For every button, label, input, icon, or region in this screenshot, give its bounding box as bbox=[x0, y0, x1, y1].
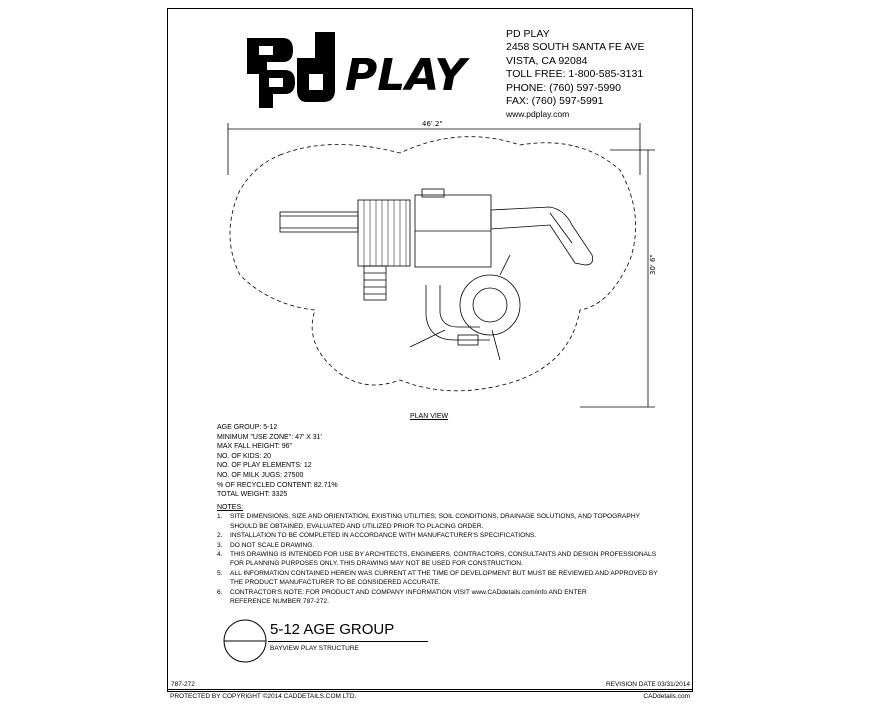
roof-cap bbox=[421, 188, 445, 198]
spiral-slide-outer bbox=[459, 274, 521, 336]
use-zone-boundary bbox=[229, 136, 636, 392]
note-item: 2. INSTALLATION TO BE COMPLETED IN ACCOR… bbox=[217, 531, 677, 540]
sheet-number: 787-272 bbox=[171, 681, 195, 688]
notes-section: NOTES: 1. SITE DIMENSIONS, SIZE AND ORIE… bbox=[217, 503, 677, 606]
company-address-line2: VISTA, CA 92084 bbox=[506, 54, 588, 67]
company-name: PD PLAY bbox=[506, 28, 550, 40]
note-text: THIS DRAWING IS INTENDED FOR USE BY ARCH… bbox=[230, 551, 657, 559]
section-symbol-icon bbox=[222, 618, 268, 669]
note-text: SHOULD BE OBTAINED, EVALUATED AND UTILIZ… bbox=[230, 522, 484, 530]
spec-recycled: % OF RECYCLED CONTENT: 82.71% bbox=[217, 481, 338, 489]
plan-view-drawing: 46' 2" 30' 6" bbox=[200, 115, 660, 415]
note-number: 2. bbox=[217, 532, 223, 540]
support-post-2 bbox=[491, 329, 501, 361]
note-text: ALL INFORMATION CONTAINED HEREIN WAS CUR… bbox=[230, 569, 658, 577]
drawing-title: 5-12 AGE GROUP bbox=[270, 621, 395, 638]
note-text: THE PRODUCT MANUFACTURER TO BE CONSIDERE… bbox=[230, 579, 441, 587]
note-text: REFERENCE NUMBER 787-272. bbox=[230, 598, 329, 606]
company-fax: FAX: (760) 597-5991 bbox=[506, 95, 604, 108]
width-dimension-label: 46' 2" bbox=[422, 120, 443, 128]
svg-text:PLAY: PLAY bbox=[345, 50, 470, 101]
note-number: 1. bbox=[217, 513, 223, 521]
notes-header: NOTES: bbox=[217, 504, 244, 511]
specifications-list: AGE GROUP: 5-12 MINIMUM "USE ZONE": 47' … bbox=[217, 423, 338, 500]
company-website: www.pdplay.com bbox=[506, 109, 570, 120]
spec-fall-height: MAX FALL HEIGHT: 96" bbox=[217, 443, 292, 451]
spec-play-elements: NO. OF PLAY ELEMENTS: 12 bbox=[217, 462, 312, 470]
note-text: SITE DIMENSIONS, SIZE AND ORIENTATION, E… bbox=[230, 513, 640, 521]
height-dimension-label: 30' 6" bbox=[649, 254, 657, 275]
note-text: CONTRACTOR'S NOTE: FOR PRODUCT AND COMPA… bbox=[230, 588, 587, 596]
spec-use-zone: MINIMUM "USE ZONE": 47' X 31' bbox=[217, 433, 322, 441]
plan-view-label: PLAN VIEW bbox=[410, 413, 449, 420]
spec-weight: TOTAL WEIGHT: 3325 bbox=[217, 491, 288, 499]
company-tollfree: TOLL FREE: 1-800-585-3131 bbox=[506, 68, 644, 81]
footer-divider bbox=[167, 689, 693, 690]
left-bridge bbox=[279, 211, 359, 233]
note-number: 4. bbox=[217, 551, 223, 559]
platform-step bbox=[457, 334, 479, 346]
play-structure-plan-svg: 46' 2" 30' 6" bbox=[227, 120, 657, 408]
note-number: 5. bbox=[217, 569, 223, 577]
revision-date: REVISION DATE 03/31/2014 bbox=[605, 681, 690, 688]
spec-age-group: AGE GROUP: 5-12 bbox=[217, 424, 278, 431]
note-item: 6. CONTRACTOR'S NOTE: FOR PRODUCT AND CO… bbox=[217, 588, 677, 607]
note-item: 3. DO NOT SCALE DRAWING. bbox=[217, 541, 677, 550]
note-number: 3. bbox=[217, 541, 223, 549]
drawing-sheet-border bbox=[167, 8, 693, 692]
support-post-3 bbox=[499, 254, 511, 276]
note-text: FOR PLANNING PURPOSES ONLY. THIS DRAWING… bbox=[230, 560, 523, 568]
tube-slide bbox=[425, 285, 490, 341]
note-number: 6. bbox=[217, 588, 223, 596]
note-item: 5. ALL INFORMATION CONTAINED HEREIN WAS … bbox=[217, 569, 677, 588]
ladder bbox=[363, 265, 387, 301]
drawing-subtitle: BAYVIEW PLAY STRUCTURE bbox=[270, 645, 359, 652]
pd-play-logo: PLAY bbox=[245, 30, 470, 117]
copyright-text: PROTECTED BY COPYRIGHT ©2014 CADDETAILS.… bbox=[170, 693, 357, 700]
deck-left bbox=[357, 199, 411, 267]
title-underline bbox=[268, 641, 428, 642]
company-address-line1: 2458 SOUTH SANTA FE AVE bbox=[506, 41, 645, 54]
company-info-block: PD PLAY 2458 SOUTH SANTA FE AVE VISTA, C… bbox=[506, 28, 645, 122]
spec-kids: NO. OF KIDS: 20 bbox=[217, 452, 272, 460]
caddetails-site: CADdetails.com bbox=[643, 693, 690, 700]
note-text: DO NOT SCALE DRAWING. bbox=[230, 541, 315, 549]
pd-logo-icon: PLAY bbox=[247, 32, 470, 108]
support-post-1 bbox=[409, 329, 446, 348]
note-item: 1. SITE DIMENSIONS, SIZE AND ORIENTATION… bbox=[217, 512, 677, 531]
wave-slide bbox=[490, 206, 594, 266]
note-text: INSTALLATION TO BE COMPLETED IN ACCORDAN… bbox=[230, 532, 537, 540]
note-item: 4. THIS DRAWING IS INTENDED FOR USE BY A… bbox=[217, 550, 677, 569]
company-phone: PHONE: (760) 597-5990 bbox=[506, 81, 621, 94]
spec-milk-jugs: NO. OF MILK JUGS: 27500 bbox=[217, 471, 304, 479]
